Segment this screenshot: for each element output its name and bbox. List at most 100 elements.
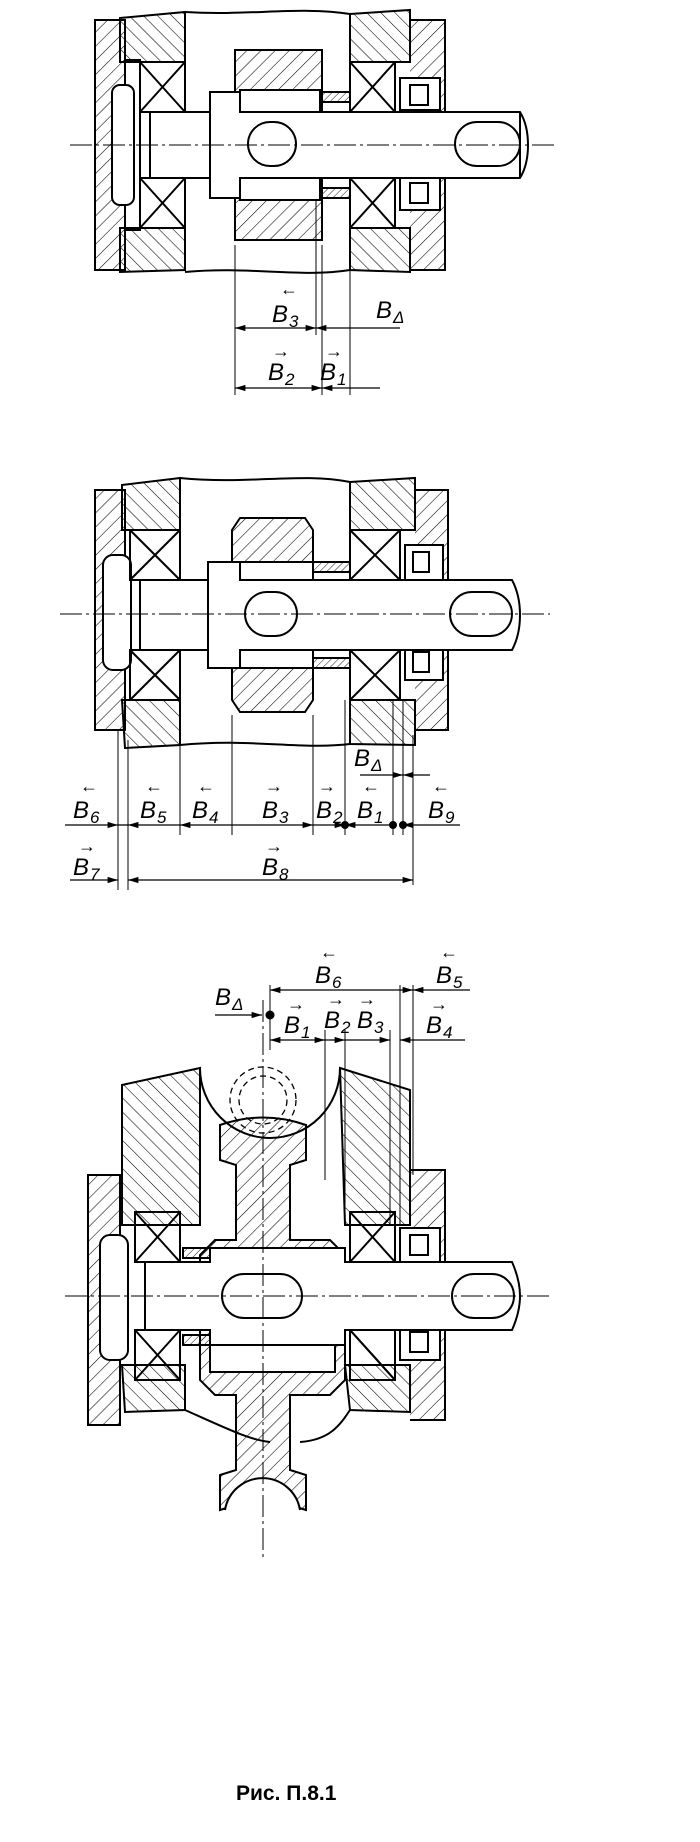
dim-symbol: B bbox=[262, 797, 278, 824]
dim-sub: 9 bbox=[445, 808, 455, 827]
dim-sub: 5 bbox=[453, 973, 463, 992]
dimension-lines bbox=[65, 771, 460, 884]
dim-symbol: B bbox=[316, 797, 332, 824]
dim-symbol: B bbox=[73, 854, 89, 881]
dim-symbol: B bbox=[262, 854, 278, 881]
right-bearing bbox=[349, 529, 401, 701]
dim-sub: 1 bbox=[337, 370, 346, 389]
dim-sub: 2 bbox=[284, 370, 295, 389]
dim-sub: 6 bbox=[90, 808, 100, 827]
dim-sub: 5 bbox=[157, 808, 167, 827]
left-bearing bbox=[134, 1211, 181, 1381]
housing bbox=[119, 8, 411, 274]
dim-sub: 8 bbox=[279, 865, 289, 884]
dim-sub: 4 bbox=[443, 1023, 452, 1042]
extension-lines bbox=[234, 200, 351, 395]
extension-lines bbox=[269, 985, 414, 1225]
dim-arrow: → bbox=[287, 994, 305, 1014]
dim-arrow: ← bbox=[432, 776, 450, 796]
dim-sub: 2 bbox=[340, 1018, 351, 1037]
dim-symbol: B bbox=[376, 297, 392, 324]
dimension-lines bbox=[215, 986, 470, 1044]
dim-sub: 1 bbox=[374, 808, 383, 827]
dim-sub: 2 bbox=[332, 808, 343, 827]
dim-arrow: ← bbox=[320, 942, 338, 962]
dim-symbol: B bbox=[354, 745, 370, 772]
dim-sub: 1 bbox=[301, 1023, 310, 1042]
housing bbox=[120, 476, 416, 750]
dim-symbol: B bbox=[268, 359, 284, 386]
dim-arrow: ← bbox=[440, 942, 458, 962]
dim-symbol: B bbox=[436, 962, 452, 989]
dim-arrow: → bbox=[318, 776, 336, 796]
dim-arrow: → bbox=[265, 836, 283, 856]
dim-sub: 4 bbox=[209, 808, 218, 827]
dimension-dot bbox=[341, 821, 349, 829]
extension-lines bbox=[117, 700, 414, 890]
dimension-lines bbox=[235, 324, 400, 392]
dim-sub: 3 bbox=[279, 808, 289, 827]
shaft bbox=[139, 561, 522, 669]
dim-sub: 6 bbox=[332, 973, 342, 992]
dimension-dot bbox=[389, 821, 397, 829]
dim-sub: 7 bbox=[90, 865, 100, 884]
left-cover bbox=[94, 489, 132, 731]
dim-arrow: → bbox=[358, 989, 376, 1009]
dim-symbol: B bbox=[357, 797, 373, 824]
dim-symbol: B bbox=[192, 797, 208, 824]
dim-symbol: B bbox=[215, 984, 231, 1011]
dim-symbol: B bbox=[140, 797, 156, 824]
dimension-dot bbox=[265, 1010, 275, 1020]
dim-symbol: B bbox=[73, 797, 89, 824]
dim-sub: Δ bbox=[392, 308, 404, 327]
diagram-3 bbox=[65, 985, 550, 1560]
left-bearing bbox=[129, 529, 181, 701]
dim-arrow: ← bbox=[145, 776, 163, 796]
dim-symbol: B bbox=[320, 359, 336, 386]
dim-arrow: → bbox=[327, 989, 345, 1009]
dim-symbol: B bbox=[426, 1012, 442, 1039]
dim-arrow: ← bbox=[280, 279, 298, 299]
dim-symbol: B bbox=[357, 1007, 373, 1034]
dim-arrow: → bbox=[430, 994, 448, 1014]
dim-arrow: → bbox=[325, 341, 343, 361]
dim-symbol: B bbox=[284, 1012, 300, 1039]
figure-caption: Рис. П.8.1 bbox=[236, 1782, 337, 1805]
dim-arrow: → bbox=[272, 341, 290, 361]
dim-sub: Δ bbox=[370, 756, 382, 775]
dim-arrow: ← bbox=[80, 776, 98, 796]
dim-symbol: B bbox=[315, 962, 331, 989]
diagram-2 bbox=[60, 476, 550, 890]
dim-arrow: → bbox=[265, 776, 283, 796]
diagram-1 bbox=[70, 8, 555, 395]
dim-symbol: B bbox=[272, 301, 288, 328]
dim-sub: 3 bbox=[374, 1018, 384, 1037]
left-cover bbox=[87, 1174, 129, 1426]
dimension-dot bbox=[399, 821, 407, 829]
dim-symbol: B bbox=[324, 1007, 340, 1034]
